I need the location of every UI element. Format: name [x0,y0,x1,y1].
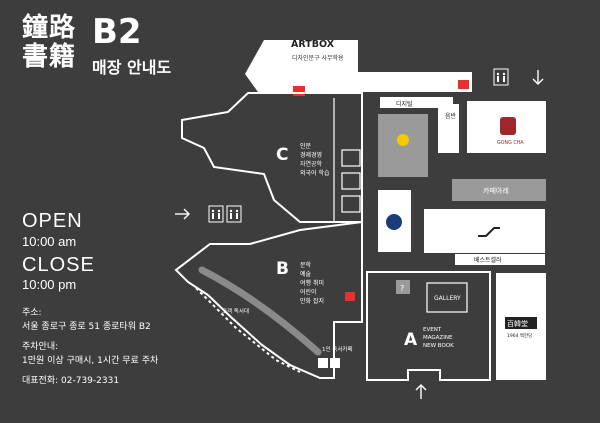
parking-label: 주차안내: [22,342,59,352]
shop-sign-sub: 1964 백한당 [507,332,532,339]
shop-sign-plate [505,317,537,329]
digital-section[interactable] [380,97,453,108]
parking-value: 1만원 이상 구매시, 1시간 무료 주차 [22,356,159,366]
zone-b-item-1: 문학 [300,261,312,269]
artbox-desc: 디자인문구 사무학용 [292,54,344,62]
phone-info: 대표전화: 02-739-2331 [22,376,120,386]
zone-b-cashier-icon [345,292,355,301]
artbox-area[interactable] [245,40,472,92]
zone-b-item-2: 예술 [300,270,312,278]
zone-b-outline[interactable] [174,221,363,379]
zone-c-label: C [276,145,288,165]
logo-hanja-line1: 鐘路 [22,13,77,43]
gongcha-logo-icon [500,117,516,135]
zone-b-label: B [276,259,289,279]
logo-hanja-line2: 書籍 [22,42,77,72]
zone-c-item-1: 인문 [300,143,312,150]
logo-hanja: 鐘路 書籍 [22,14,76,72]
artbox-corner-icon [458,80,469,89]
zone-b-item-3: 여행 취미 [300,279,324,287]
close-time: 10:00 pm [22,277,77,292]
address-label: 주소: [22,308,42,318]
close-label: CLOSE [22,254,95,276]
brand-logo-icon [386,214,402,230]
music-label: 음반 [445,112,457,120]
cafe-block[interactable] [452,179,546,201]
zone-c-outline[interactable] [181,92,363,223]
reading-room-label: 1인 독서카페 [322,345,353,353]
zone-b-item-5: 만화 잡지 [300,297,324,305]
shop-sign-name: 百韓堂 [507,319,528,328]
zone-a-label: A [404,330,418,350]
zone-a-outline[interactable] [366,271,491,381]
artbox-brand: ARTBOX [291,39,335,50]
zone-b-item-4: 어린이 [300,288,317,296]
reading-counter [198,266,322,356]
cafe-label: 카페아레 [483,186,509,195]
zone-c-item-2: 경제경영 [300,151,322,159]
escalator-icon [478,227,500,237]
bestseller-label: 베스트셀러 [474,256,502,264]
page-subtitle: 매장 안내도 [92,58,172,77]
artbox-cashier-icon [293,86,305,96]
gallery-label: GALLERY [434,295,461,302]
shelf-box [341,149,361,167]
reading-room-seat [318,358,328,368]
zone-c-item-3: 자연공학 [300,160,323,168]
info-desk-icon [396,280,410,294]
reading-room-seat [330,358,340,368]
entrance-arrow-icon [175,208,190,220]
shelf-box [341,172,361,190]
digital-label: 디지털 [396,100,413,108]
restroom-icon [208,205,224,223]
gongcha-label: GONG CHA [497,140,524,146]
zone-c-item-4: 외국어 학습 [300,169,330,177]
reading-seat-label: 고객 독서대 [222,307,249,315]
zone-a-item-2: MAGAZINE [423,335,453,341]
address-value: 서울 종로구 종로 51 종로타워 B2 [22,322,151,332]
smiley-logo-icon [397,134,409,146]
shelf-box [341,195,361,213]
elevator-icon [226,205,242,223]
escalator-block[interactable] [424,209,545,253]
zone-a-item-1: EVENT [423,327,442,333]
arrow-up-icon [415,384,427,399]
gallery-box[interactable] [426,282,468,313]
open-label: OPEN [22,210,83,232]
open-time: 10:00 am [22,234,77,249]
arrow-down-icon [532,70,544,85]
bestseller-section[interactable] [455,254,545,265]
info-desk-label: ? [400,284,404,293]
elevator-icon-top [493,68,509,86]
floor-label: B2 [92,12,142,52]
music-section[interactable] [438,104,459,153]
zone-a-item-3: NEW BOOK [423,343,454,349]
